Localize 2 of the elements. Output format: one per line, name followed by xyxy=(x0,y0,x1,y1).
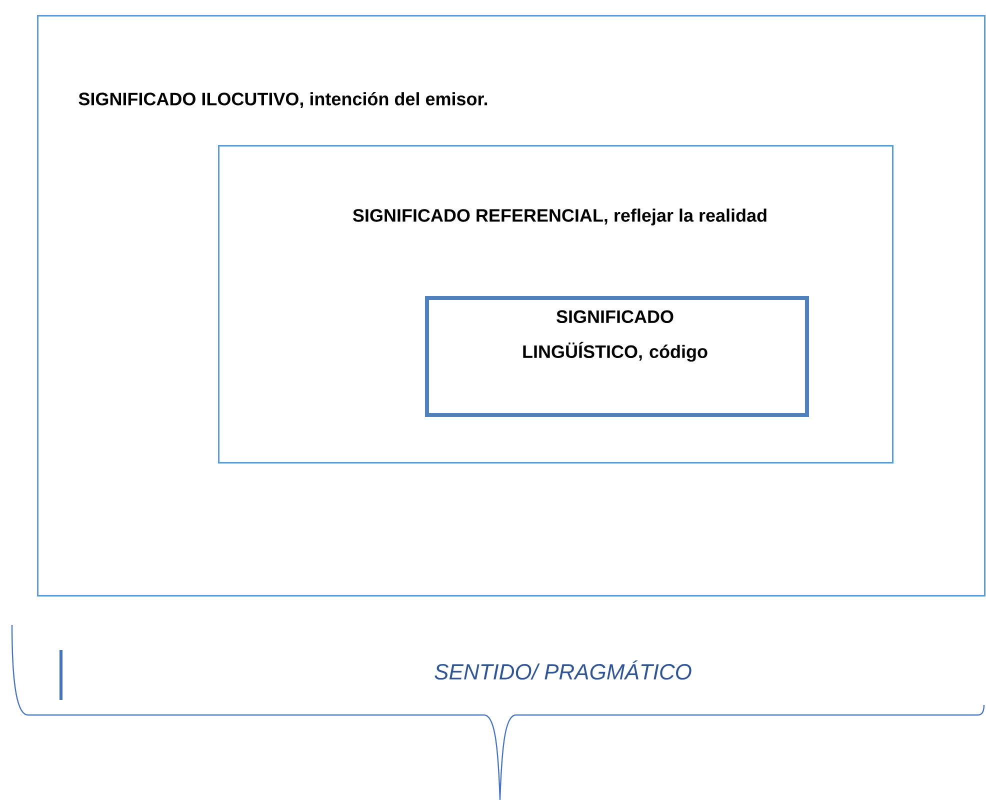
brace-label: SENTIDO/ PRAGMÁTICO xyxy=(434,660,692,680)
inner-box: SIGNIFICADO LINGÜÍSTICO, código xyxy=(425,296,809,417)
